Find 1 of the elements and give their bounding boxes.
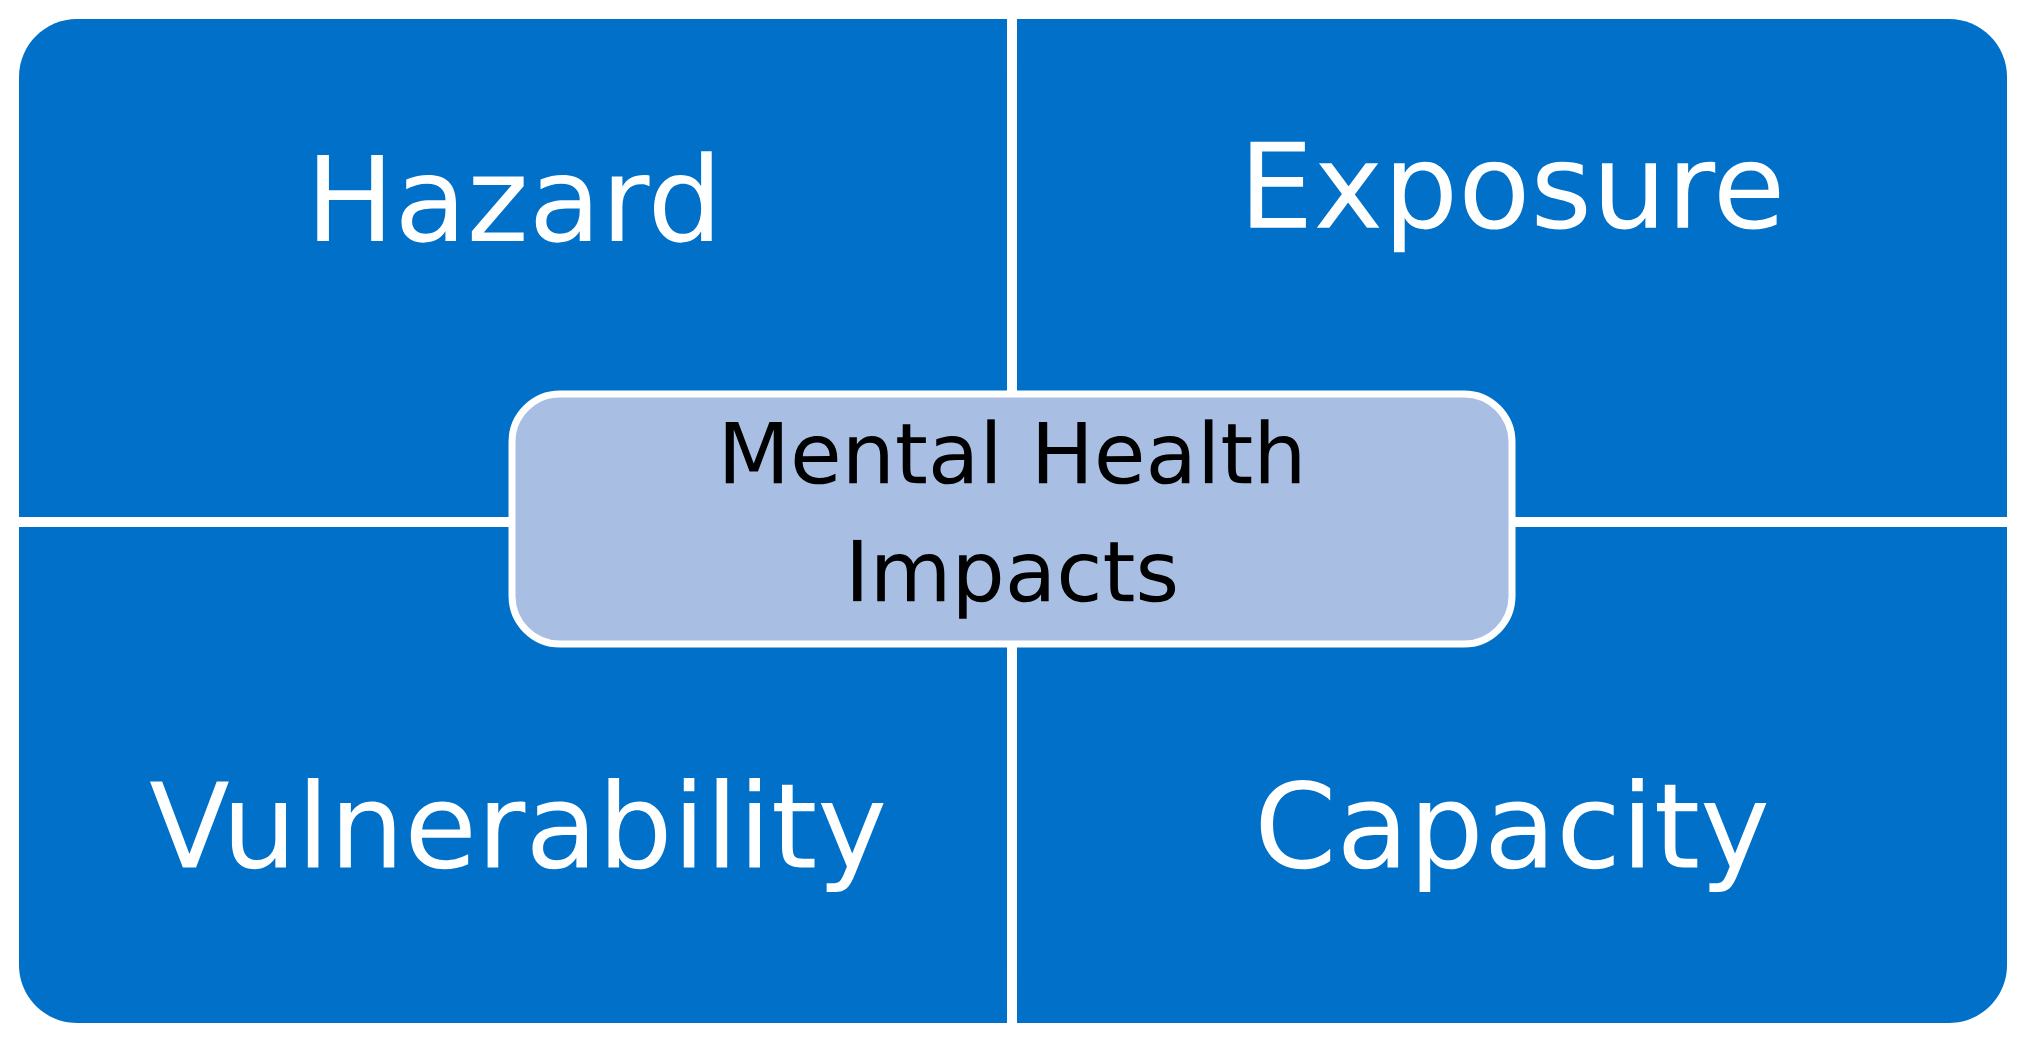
- center-box: Mental Health Impacts: [508, 390, 1516, 648]
